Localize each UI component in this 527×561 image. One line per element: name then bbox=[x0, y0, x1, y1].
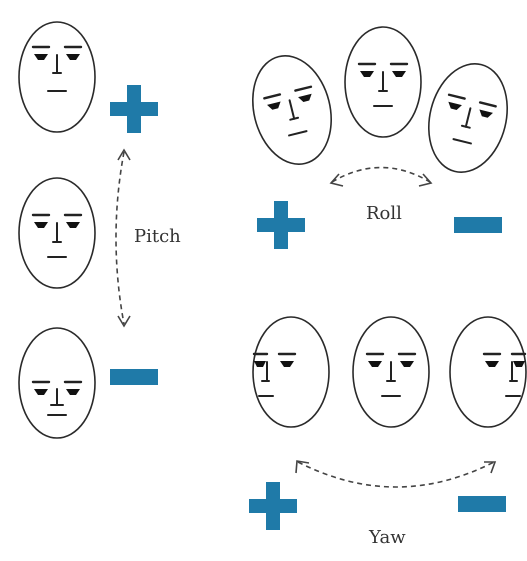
pitch-arrow bbox=[116, 150, 130, 326]
roll-plus-icon bbox=[257, 201, 305, 249]
face-pitch-down bbox=[19, 328, 95, 438]
face-pitch-up bbox=[19, 22, 95, 132]
face-yaw-neutral bbox=[353, 317, 429, 427]
face-roll-neutral bbox=[345, 27, 421, 137]
yaw-arrow bbox=[296, 461, 495, 487]
face-roll-left bbox=[242, 47, 342, 172]
pitch-label: Pitch bbox=[134, 226, 181, 247]
yaw-plus-icon bbox=[249, 482, 297, 530]
yaw-label: Yaw bbox=[369, 527, 406, 548]
face-pitch-neutral bbox=[19, 178, 95, 288]
roll-minus-icon bbox=[454, 217, 502, 233]
face-yaw-left bbox=[253, 317, 329, 427]
roll-label: Roll bbox=[366, 203, 402, 224]
pitch-minus-icon bbox=[110, 369, 158, 385]
face-roll-right bbox=[418, 55, 518, 180]
pitch-plus-icon bbox=[110, 85, 158, 133]
roll-arrow bbox=[331, 168, 431, 187]
face-yaw-right bbox=[450, 317, 526, 427]
yaw-minus-icon bbox=[458, 496, 506, 512]
